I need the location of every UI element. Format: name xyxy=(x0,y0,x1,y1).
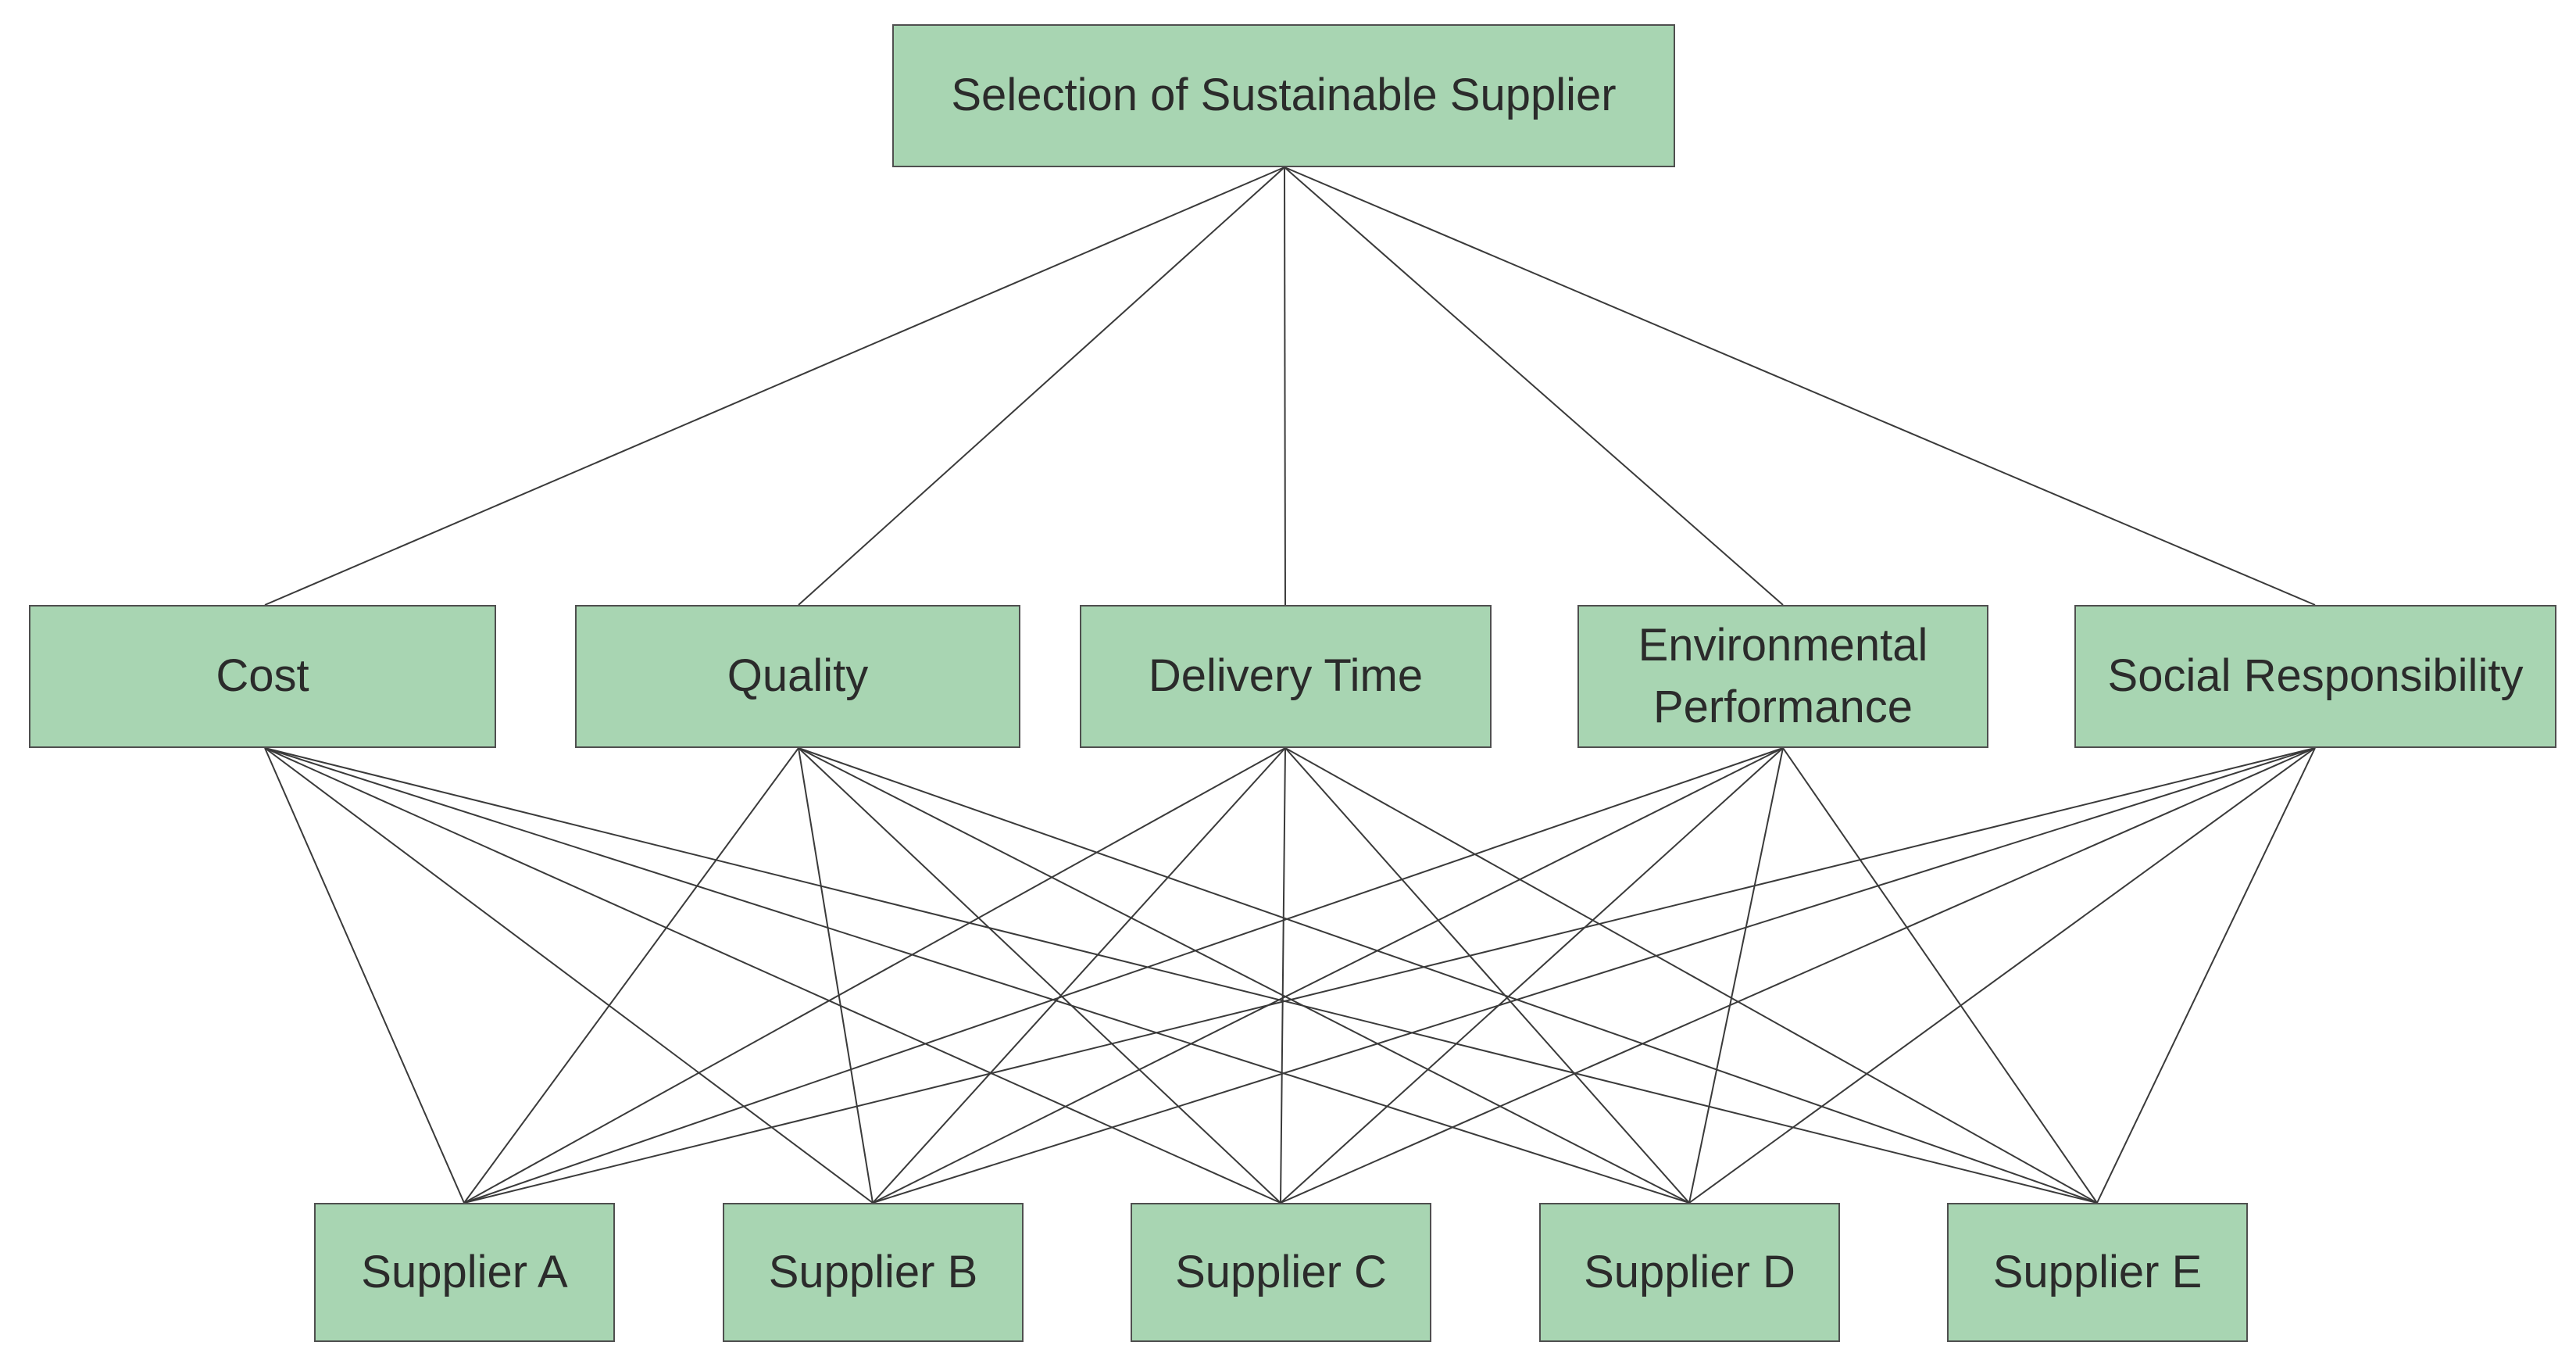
edge-delivery-time-to-supplier-e xyxy=(1284,747,2098,1204)
edge-goal-to-environmental-performance xyxy=(1284,166,1784,606)
criterion-quality-label: Quality xyxy=(727,650,869,702)
edge-social-responsibility-to-supplier-b xyxy=(872,747,2316,1204)
edge-goal-to-cost xyxy=(264,166,1285,606)
alternative-supplier-d: Supplier D xyxy=(1539,1203,1840,1342)
edge-quality-to-supplier-a xyxy=(463,747,799,1204)
edge-social-responsibility-to-supplier-e xyxy=(2096,747,2316,1204)
criterion-cost: Cost xyxy=(29,605,496,748)
edge-cost-to-supplier-b xyxy=(264,747,874,1204)
edge-cost-to-supplier-c xyxy=(264,747,1281,1204)
edge-delivery-time-to-supplier-d xyxy=(1284,747,1690,1204)
criterion-social-responsibility-label: Social Responsibility xyxy=(2107,650,2524,702)
criterion-delivery-time-label: Delivery Time xyxy=(1148,650,1424,702)
supplier-b-label: Supplier B xyxy=(768,1246,978,1297)
edge-delivery-time-to-supplier-a xyxy=(463,747,1286,1204)
edge-goal-to-social-responsibility xyxy=(1284,166,2316,606)
edge-environmental-performance-to-supplier-a xyxy=(463,747,1784,1204)
criterion-delivery-time: Delivery Time xyxy=(1080,605,1492,748)
edge-cost-to-supplier-d xyxy=(264,747,1690,1204)
supplier-d-label: Supplier D xyxy=(1584,1246,1795,1297)
criterion-social-responsibility: Social Responsibility xyxy=(2074,605,2556,748)
edge-goal-to-delivery-time xyxy=(1284,166,1286,606)
edge-delivery-time-to-supplier-b xyxy=(872,747,1286,1204)
criterion-environmental-label-line2: Performance xyxy=(1652,681,1913,732)
alternative-supplier-b: Supplier B xyxy=(723,1203,1024,1342)
edge-social-responsibility-to-supplier-c xyxy=(1280,747,2316,1204)
goal-label: Selection of Sustainable Supplier xyxy=(951,70,1617,121)
goal-node: Selection of Sustainable Supplier xyxy=(892,24,1675,167)
edge-quality-to-supplier-c xyxy=(798,747,1281,1204)
edge-social-responsibility-to-supplier-a xyxy=(463,747,2316,1204)
edge-cost-to-supplier-e xyxy=(264,747,2098,1204)
edge-environmental-performance-to-supplier-b xyxy=(872,747,1784,1204)
edge-quality-to-supplier-e xyxy=(798,747,2098,1204)
edge-goal-to-quality xyxy=(798,166,1285,606)
criteria-to-alternative-edges xyxy=(264,747,2316,1204)
supplier-e-label: Supplier E xyxy=(1992,1246,2203,1297)
edge-social-responsibility-to-supplier-d xyxy=(1688,747,2316,1204)
edge-cost-to-supplier-a xyxy=(264,747,465,1204)
alternative-supplier-a: Supplier A xyxy=(314,1203,615,1342)
edge-environmental-performance-to-supplier-e xyxy=(1782,747,2098,1204)
edge-quality-to-supplier-d xyxy=(798,747,1690,1204)
goal-to-criteria-edges xyxy=(264,166,2316,606)
edge-delivery-time-to-supplier-c xyxy=(1280,747,1286,1204)
edge-environmental-performance-to-supplier-d xyxy=(1688,747,1784,1204)
criterion-quality: Quality xyxy=(575,605,1020,748)
edge-quality-to-supplier-b xyxy=(798,747,874,1204)
alternative-supplier-c: Supplier C xyxy=(1131,1203,1431,1342)
criterion-environmental-performance: Environmental Performance xyxy=(1577,605,1988,748)
edge-environmental-performance-to-supplier-c xyxy=(1280,747,1784,1204)
alternative-supplier-e: Supplier E xyxy=(1947,1203,2248,1342)
criterion-environmental-label-line1: Environmental xyxy=(1638,620,1928,671)
supplier-c-label: Supplier C xyxy=(1175,1246,1387,1297)
supplier-a-label: Supplier A xyxy=(361,1246,568,1297)
criterion-cost-label: Cost xyxy=(216,650,309,702)
